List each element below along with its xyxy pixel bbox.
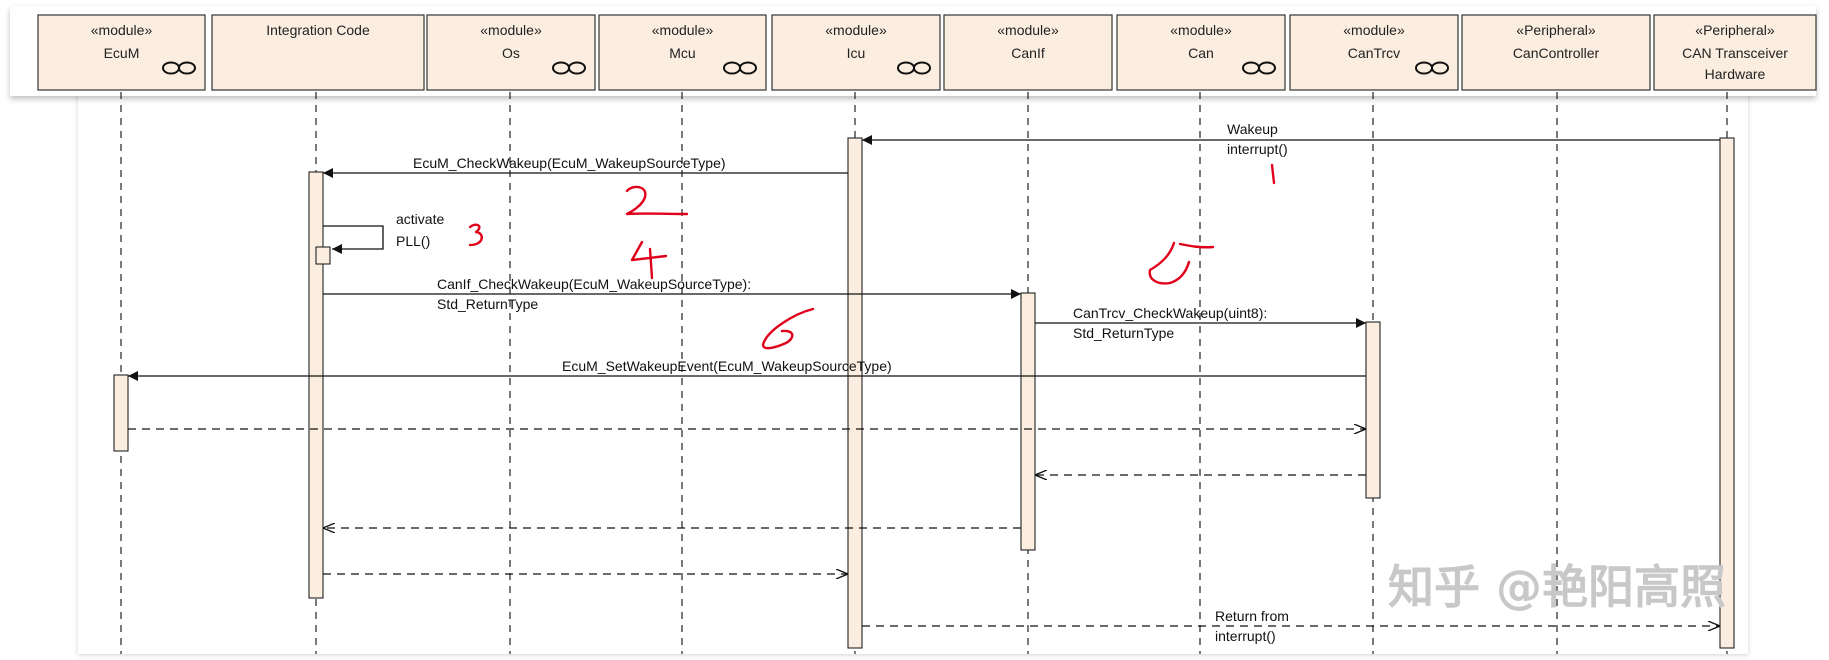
message-label: EcuM_SetWakeupEvent(EcuM_WakeupSourceTyp… xyxy=(562,358,892,374)
lifeline-header-cancontroller[interactable]: «Peripheral» CanController xyxy=(1461,14,1651,91)
lifeline-name: Integration Code xyxy=(266,22,370,38)
lifeline-box xyxy=(943,14,1113,91)
message-label-line2: interrupt() xyxy=(1215,628,1276,644)
message-label: CanTrcv_CheckWakeup(uint8): xyxy=(1073,305,1267,321)
lifeline-stereotype: «module» xyxy=(825,22,887,38)
lifeline-box xyxy=(426,14,596,91)
module-icon xyxy=(1415,61,1449,75)
lifeline-header-os[interactable]: «module» Os xyxy=(426,14,596,91)
lifeline-name: Mcu xyxy=(669,45,695,61)
lifeline-box xyxy=(1461,14,1651,91)
lifeline-header-canif[interactable]: «module» CanIf xyxy=(943,14,1113,91)
annotation-2 xyxy=(625,185,689,216)
message-return-from-interrupt: Return from interrupt() xyxy=(862,608,1720,644)
activation-bar-cantrcv xyxy=(1365,321,1381,499)
lifeline-name: CAN Transceiver xyxy=(1682,45,1788,61)
activation-bar-cantrcvhw xyxy=(1719,137,1735,649)
message-label: Return from xyxy=(1215,608,1289,624)
annotation-5 xyxy=(1148,241,1215,285)
diagram-canvas xyxy=(78,92,1748,654)
message-label: EcuM_CheckWakeup(EcuM_WakeupSourceType) xyxy=(413,155,726,171)
activation-bar-integration xyxy=(308,171,324,599)
message-label-line2: Std_ReturnType xyxy=(1073,325,1174,341)
handwritten-annotations xyxy=(468,163,1276,350)
lifeline-stereotype: «module» xyxy=(997,22,1059,38)
message-label: CanIf_CheckWakeup(EcuM_WakeupSourceType)… xyxy=(437,276,751,292)
lifeline-stereotype: «Peripheral» xyxy=(1695,22,1775,38)
lifeline-box xyxy=(211,14,425,91)
lifeline-name: CanIf xyxy=(1011,45,1045,61)
annotation-3 xyxy=(468,223,483,247)
lifeline-name: Os xyxy=(502,45,520,61)
annotation-6 xyxy=(761,307,815,350)
message-label-line2: Std_ReturnType xyxy=(437,296,538,312)
lifeline-box xyxy=(1116,14,1286,91)
message-ecum-checkwakeup: EcuM_CheckWakeup(EcuM_WakeupSourceType) xyxy=(323,155,848,178)
lifeline-header-integration[interactable]: Integration Code xyxy=(211,14,425,91)
message-canif-checkwakeup: CanIf_CheckWakeup(EcuM_WakeupSourceType)… xyxy=(323,276,1021,312)
lifeline-header-ecum[interactable]: «module» EcuM xyxy=(37,14,206,91)
activation-bars xyxy=(113,137,1735,649)
lifeline-box xyxy=(1289,14,1459,91)
lifeline-stereotype: «module» xyxy=(652,22,714,38)
message-label: Wakeup xyxy=(1227,121,1278,137)
lifeline-name: CanTrcv xyxy=(1348,45,1400,61)
lifeline-header-mcu[interactable]: «module» Mcu xyxy=(598,14,767,91)
activation-bar-canif xyxy=(1020,292,1036,551)
lifeline-name-line2: Hardware xyxy=(1705,66,1766,82)
activation-bar-ecum xyxy=(113,374,129,452)
lifeline-box xyxy=(1653,14,1817,91)
module-icon xyxy=(723,61,757,75)
activation-bar-icu xyxy=(847,137,863,649)
lifeline-header-cantrcv[interactable]: «module» CanTrcv xyxy=(1289,14,1459,91)
activation-bar-integration-nested xyxy=(315,246,331,265)
lifeline-name: EcuM xyxy=(104,45,140,61)
annotation-1 xyxy=(1270,163,1276,185)
lifeline-header-can[interactable]: «module» Can xyxy=(1116,14,1286,91)
lifeline-stereotype: «module» xyxy=(1343,22,1405,38)
message-label: activate xyxy=(396,211,444,227)
module-icon xyxy=(1242,61,1276,75)
module-icon xyxy=(552,61,586,75)
lifeline-stereotype: «module» xyxy=(91,22,153,38)
lifeline-header-icu[interactable]: «module» Icu xyxy=(771,14,941,91)
lifeline-stereotype: «module» xyxy=(480,22,542,38)
message-label-line2: PLL() xyxy=(396,233,430,249)
lifeline-name: CanController xyxy=(1513,45,1600,61)
message-ecum-setwakeupevent: EcuM_SetWakeupEvent(EcuM_WakeupSourceTyp… xyxy=(128,358,1366,381)
message-wakeup-interrupt: Wakeup interrupt() xyxy=(862,121,1720,157)
message-arrow xyxy=(323,225,384,254)
watermark: 知乎 @艳阳高照 xyxy=(1388,560,1726,614)
message-cantrcv-checkwakeup: CanTrcv_CheckWakeup(uint8): Std_ReturnTyp… xyxy=(1035,305,1366,341)
lifeline-box xyxy=(37,14,206,91)
lifeline-name: Can xyxy=(1188,45,1214,61)
lifeline-stereotype: «Peripheral» xyxy=(1516,22,1596,38)
lifeline-box xyxy=(771,14,941,91)
messages: Wakeup interrupt() EcuM_CheckWakeup(EcuM_W… xyxy=(128,121,1720,644)
lifeline-stereotype: «module» xyxy=(1170,22,1232,38)
lifeline-name: Icu xyxy=(847,45,866,61)
annotation-4 xyxy=(630,240,668,280)
message-label-line2: interrupt() xyxy=(1227,141,1288,157)
module-icon xyxy=(162,61,196,75)
module-icon xyxy=(897,61,931,75)
lifeline-box xyxy=(598,14,767,91)
